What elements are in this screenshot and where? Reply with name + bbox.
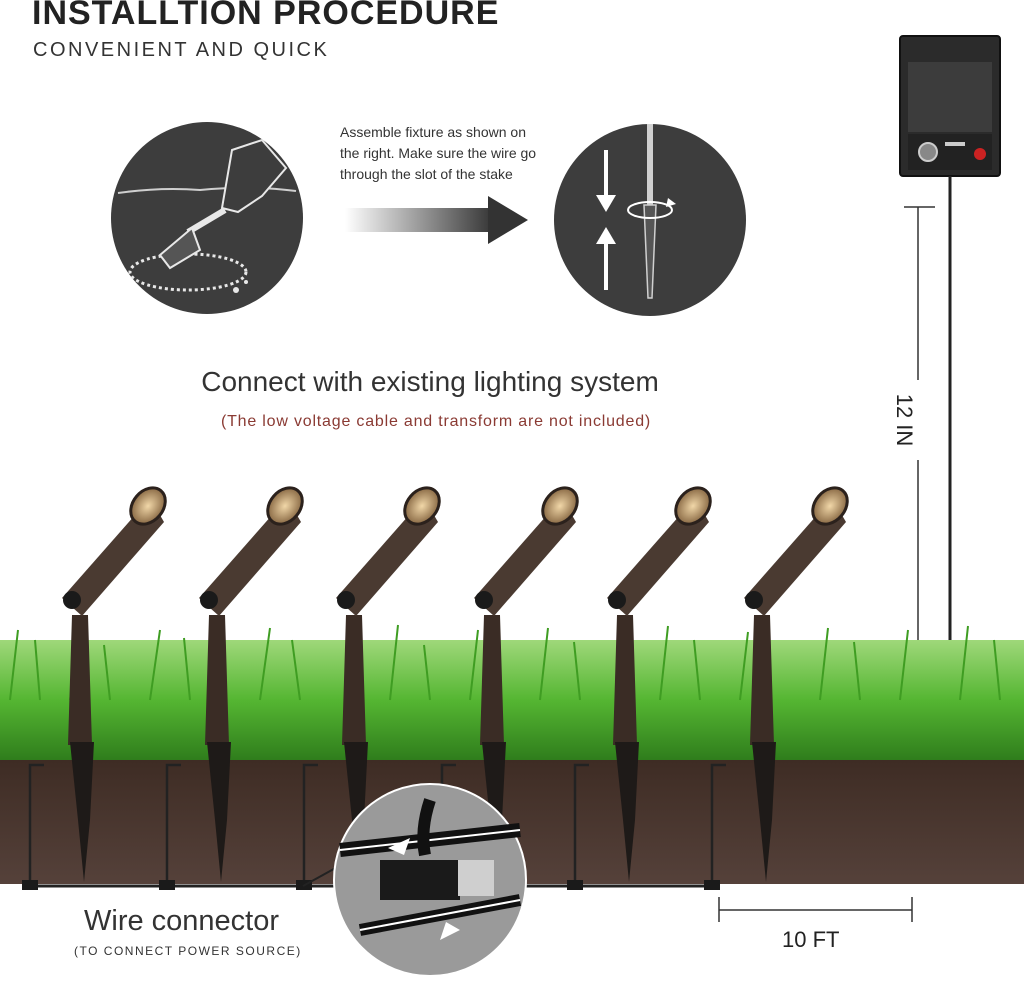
transformer-icon bbox=[899, 35, 1001, 177]
dimension-12in-wrap: 12 IN bbox=[884, 390, 924, 450]
dimension-10ft-line bbox=[718, 897, 913, 922]
shovel-digging-icon bbox=[111, 122, 303, 314]
wire-connector-label: Wire connector bbox=[84, 905, 280, 937]
spotlight-4 bbox=[434, 486, 579, 890]
spotlight-3 bbox=[296, 486, 441, 890]
spotlight-1 bbox=[22, 486, 167, 890]
dimension-10ft-label: 10 FT bbox=[782, 927, 840, 952]
grass-band bbox=[0, 640, 1024, 760]
wire-connector-icon bbox=[302, 783, 527, 977]
assemble-instructions: Assemble fixture as shown on the right. … bbox=[340, 124, 537, 182]
wire-connector-sublabel: (TO CONNECT POWER SOURCE) bbox=[74, 944, 302, 958]
page-title: INSTALLTION PROCEDURE bbox=[32, 0, 500, 32]
spotlight-6 bbox=[704, 486, 849, 890]
stake-assembly-icon bbox=[554, 124, 746, 316]
arrow-right-icon bbox=[345, 196, 528, 244]
spotlight-2 bbox=[159, 486, 304, 890]
page-subtitle: CONVENIENT AND QUICK bbox=[33, 39, 330, 61]
connect-note: (The low voltage cable and transform are… bbox=[220, 413, 652, 430]
dimension-12in-label: 12 IN bbox=[892, 393, 917, 447]
spotlight-5 bbox=[567, 486, 712, 890]
connect-heading: Connect with existing lighting system bbox=[201, 366, 659, 397]
